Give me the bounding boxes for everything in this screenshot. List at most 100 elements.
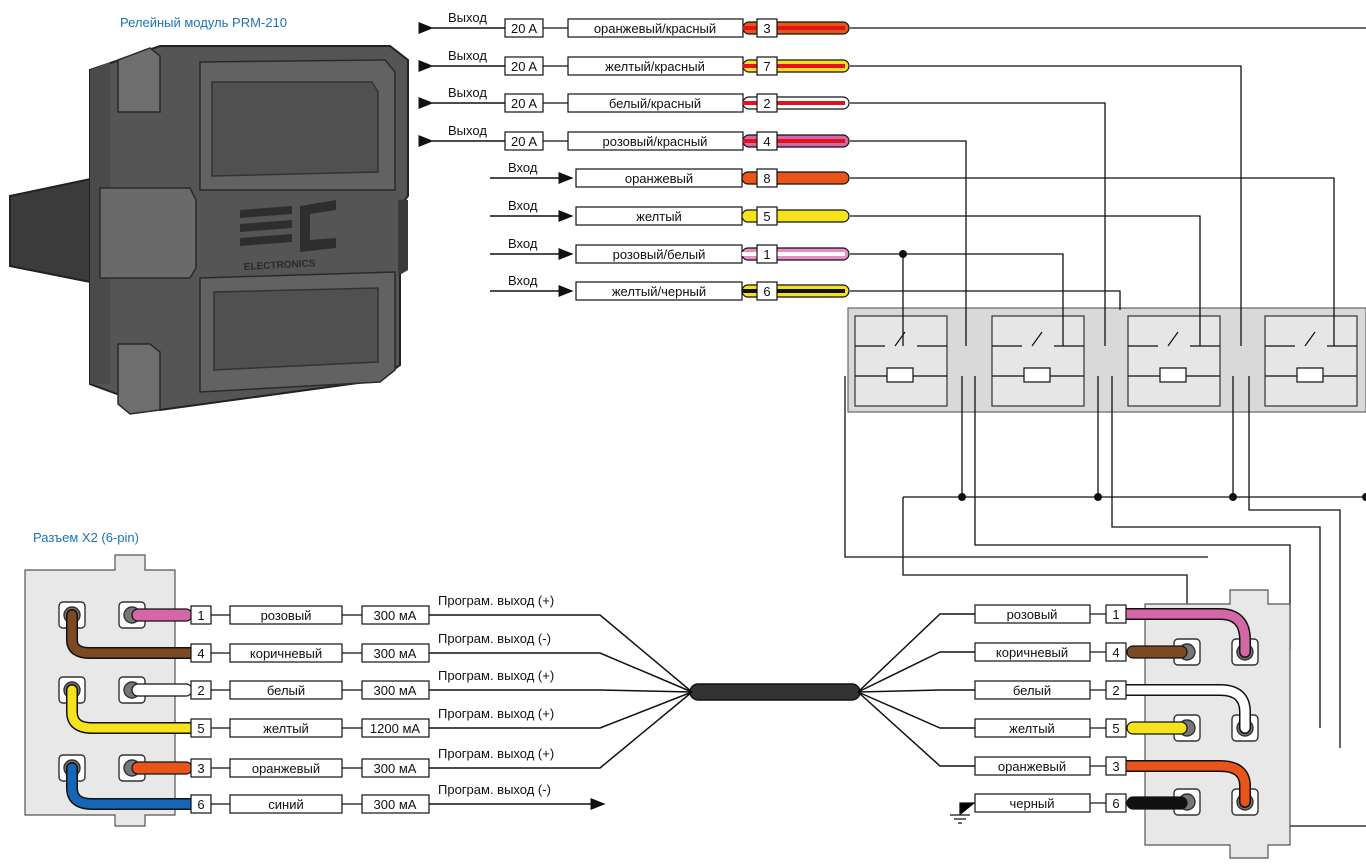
wire-color-label: оранжевый bbox=[625, 171, 693, 186]
wire-color-label: розовый bbox=[1007, 607, 1058, 622]
amp-label: 20 A bbox=[511, 96, 537, 111]
junction-dots bbox=[899, 250, 1366, 501]
pin-number: 3 bbox=[1112, 759, 1119, 774]
wire-color-label: белый bbox=[267, 683, 305, 698]
direction-label: Вход bbox=[508, 273, 538, 288]
input-row: Вход желтый 5 bbox=[490, 198, 850, 226]
wire-color-label: оранжевый bbox=[252, 761, 320, 776]
relay-1 bbox=[854, 315, 948, 407]
connector-right-row: черный 6 bbox=[974, 793, 1188, 813]
module-logo-text: ELECTRONICS bbox=[244, 258, 316, 273]
wire-color-label: розовый/белый bbox=[613, 247, 706, 262]
connector-right-row: белый 2 bbox=[857, 680, 1127, 700]
wire-color-label: оранжевый bbox=[998, 759, 1066, 774]
bent-wire bbox=[1122, 761, 1250, 807]
pin-number: 1 bbox=[197, 608, 204, 623]
direction-label: Выход bbox=[448, 10, 487, 25]
output-row: Выход 20 A желтый/красный 7 bbox=[418, 48, 850, 76]
pin-number: 2 bbox=[1112, 683, 1119, 698]
wire-color-label: желтый bbox=[636, 209, 682, 224]
wire-color-label: черный bbox=[1009, 796, 1054, 811]
wire-end bbox=[131, 608, 193, 622]
wire-end bbox=[131, 683, 193, 697]
connector-left-row: 4 коричневый 300 мА Програм. выход (-) bbox=[190, 631, 693, 693]
connector-right-row: оранжевый 3 bbox=[857, 691, 1127, 776]
wire-color-label: коричневый bbox=[996, 645, 1068, 660]
direction-label: Выход bbox=[448, 48, 487, 63]
wire-color-label: желтый/красный bbox=[605, 59, 705, 74]
bent-wire bbox=[1122, 685, 1250, 733]
wire-color-label: желтый bbox=[1009, 721, 1055, 736]
direction-label: Вход bbox=[508, 198, 538, 213]
input-row: Вход оранжевый 8 bbox=[490, 160, 850, 188]
direction-label: Выход bbox=[448, 85, 487, 100]
brown-wire bbox=[67, 610, 195, 658]
wire-color-label: розовый bbox=[261, 608, 312, 623]
pin-number: 5 bbox=[763, 209, 770, 224]
wire-color-label: белый bbox=[1013, 683, 1051, 698]
pin-number: 4 bbox=[763, 134, 770, 149]
wire-end bbox=[131, 761, 193, 775]
connector-caption: Разъем X2 (6-pin) bbox=[33, 530, 139, 545]
wire-color-label: оранжевый/красный bbox=[594, 21, 716, 36]
function-label: Програм. выход (+) bbox=[438, 668, 554, 683]
amp-label: 20 A bbox=[511, 59, 537, 74]
function-label: Програм. выход (+) bbox=[438, 593, 554, 608]
pin-number: 3 bbox=[197, 761, 204, 776]
current-label: 300 мА bbox=[374, 797, 417, 812]
connector-left-row: 1 розовый 300 мА Програм. выход (+) bbox=[131, 593, 693, 693]
pin-number: 3 bbox=[763, 21, 770, 36]
function-label: Програм. выход (-) bbox=[438, 631, 551, 646]
function-label: Програм. выход (-) bbox=[438, 782, 551, 797]
pin-number: 4 bbox=[197, 646, 204, 661]
amp-label: 20 A bbox=[511, 134, 537, 149]
pin-number: 6 bbox=[197, 797, 204, 812]
relay-3 bbox=[1127, 315, 1221, 407]
pin-number: 2 bbox=[197, 683, 204, 698]
cable-harness bbox=[689, 683, 861, 701]
relay-4 bbox=[1264, 315, 1358, 407]
function-label: Програм. выход (+) bbox=[438, 706, 554, 721]
pin-number: 8 bbox=[763, 171, 770, 186]
pin-number: 5 bbox=[197, 721, 204, 736]
wire-color-label: розовый/красный bbox=[603, 134, 708, 149]
output-row: Выход 20 A розовый/красный 4 bbox=[418, 123, 850, 151]
direction-label: Выход bbox=[448, 123, 487, 138]
pin-number: 6 bbox=[1112, 796, 1119, 811]
relay-panel bbox=[847, 307, 1366, 413]
blue-wire bbox=[67, 763, 195, 809]
wire-color-label: коричневый bbox=[250, 646, 322, 661]
pin-number: 1 bbox=[763, 247, 770, 262]
relay-2 bbox=[991, 315, 1085, 407]
module-caption: Релейный модуль PRM-210 bbox=[120, 15, 287, 30]
schematic-lines bbox=[844, 27, 1366, 827]
wire-color-label: желтый/черный bbox=[612, 284, 706, 299]
relay-module-image: ELECTRONICS bbox=[9, 45, 409, 415]
pin-number: 4 bbox=[1112, 645, 1119, 660]
direction-label: Вход bbox=[508, 160, 538, 175]
bent-wire bbox=[1122, 609, 1250, 657]
pin-number: 7 bbox=[763, 59, 770, 74]
wire-color-label: белый/красный bbox=[609, 96, 701, 111]
yellow-wire bbox=[67, 685, 195, 733]
wire-end bbox=[1126, 645, 1188, 659]
wire-color-label: желтый bbox=[263, 721, 309, 736]
current-label: 300 мА bbox=[374, 646, 417, 661]
wire-end bbox=[1126, 796, 1188, 810]
pin-number: 6 bbox=[763, 284, 770, 299]
wire-end bbox=[1126, 721, 1188, 735]
current-label: 300 мА bbox=[374, 608, 417, 623]
function-label: Програм. выход (+) bbox=[438, 746, 554, 761]
input-row: Вход желтый/черный 6 bbox=[490, 273, 850, 301]
ground-icon bbox=[950, 802, 975, 824]
